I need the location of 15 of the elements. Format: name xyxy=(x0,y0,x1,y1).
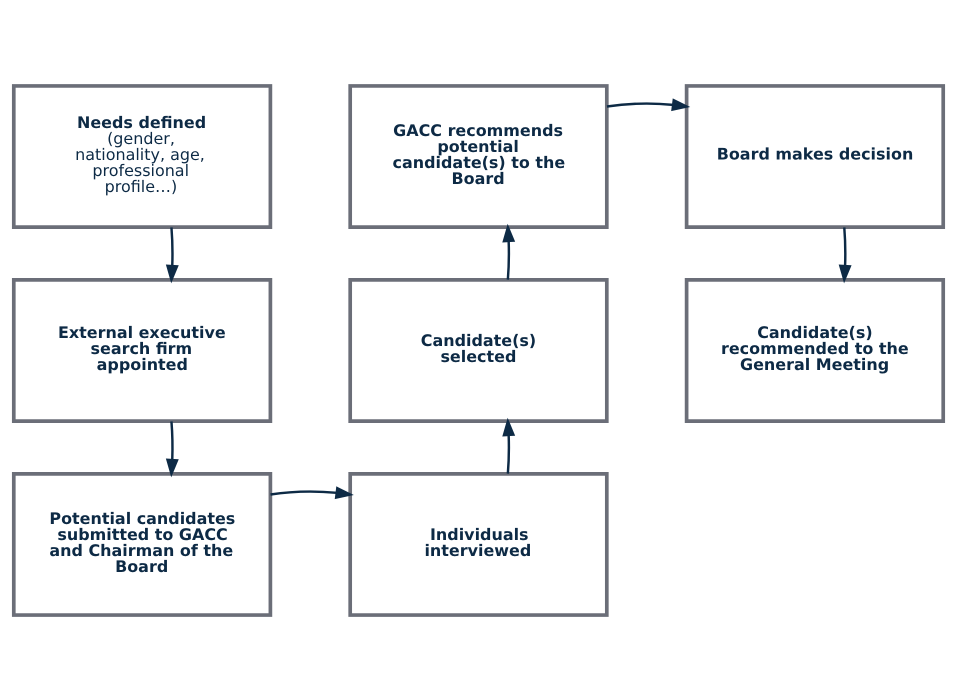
node-box: Candidate(s) selected xyxy=(348,278,609,422)
node-box: GACC recommends potential candidate(s) to the Board xyxy=(348,84,609,228)
node-box: External executive search firm appointed xyxy=(12,278,272,422)
node-box: Candidate(s) recommended to the General Meeting xyxy=(684,278,946,422)
arrow xyxy=(502,223,516,280)
node-box: Board makes decision xyxy=(684,84,946,228)
arrow xyxy=(606,98,690,111)
arrow xyxy=(270,486,354,499)
arrow xyxy=(166,420,179,477)
node-box: Individuals interviewed xyxy=(348,472,609,616)
arrow xyxy=(166,226,179,283)
arrow xyxy=(502,417,516,474)
arrow xyxy=(838,226,852,283)
node-box: Potential candidates submitted to GACC and Chairman of the Board xyxy=(12,472,272,616)
node-box: Needs defined (gender, nationality, age, professional profile…) xyxy=(12,84,272,228)
